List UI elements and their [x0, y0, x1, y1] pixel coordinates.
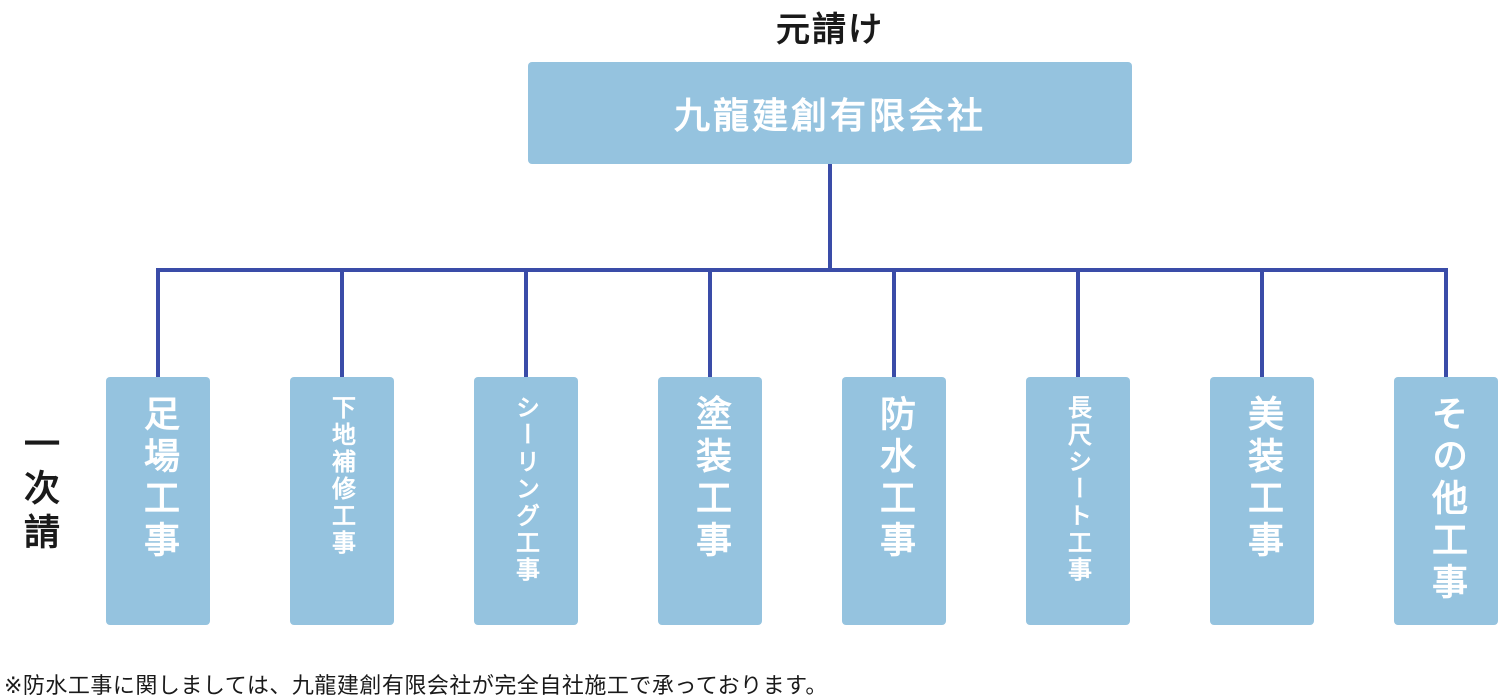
subcontract-box-8: その他工事 — [1394, 377, 1498, 625]
subcontract-box-6: 長尺シート工事 — [1026, 377, 1130, 625]
subcontract-box-3: シーリング工事 — [474, 377, 578, 625]
root-company-label: 九龍建創有限会社 — [673, 96, 986, 137]
subcontract-label: シーリング工事 — [511, 395, 540, 584]
subcontract-box-7: 美装工事 — [1210, 377, 1314, 625]
subcontract-label: 美装工事 — [1242, 395, 1283, 563]
subcontract-label: 防水工事 — [874, 395, 915, 563]
prime-contractor-label: 元請け — [776, 10, 884, 50]
footnote: ※防水工事に関しましては、九龍建創有限会社が完全自社施工で承っております。 — [4, 674, 828, 699]
subcontract-label: 長尺シート工事 — [1063, 395, 1092, 584]
subcontract-box-2: 下地補修工事 — [290, 377, 394, 625]
subcontract-label: その他工事 — [1426, 395, 1467, 605]
subcontract-box-4: 塗装工事 — [658, 377, 762, 625]
first-tier-label: 一次請 — [18, 425, 59, 557]
subcontract-label: 塗装工事 — [690, 395, 731, 563]
subcontract-label: 下地補修工事 — [327, 395, 356, 557]
subcontract-label: 足場工事 — [138, 395, 179, 563]
root-company-box: 九龍建創有限会社 — [528, 62, 1132, 164]
subcontract-box-1: 足場工事 — [106, 377, 210, 625]
subcontract-box-5: 防水工事 — [842, 377, 946, 625]
